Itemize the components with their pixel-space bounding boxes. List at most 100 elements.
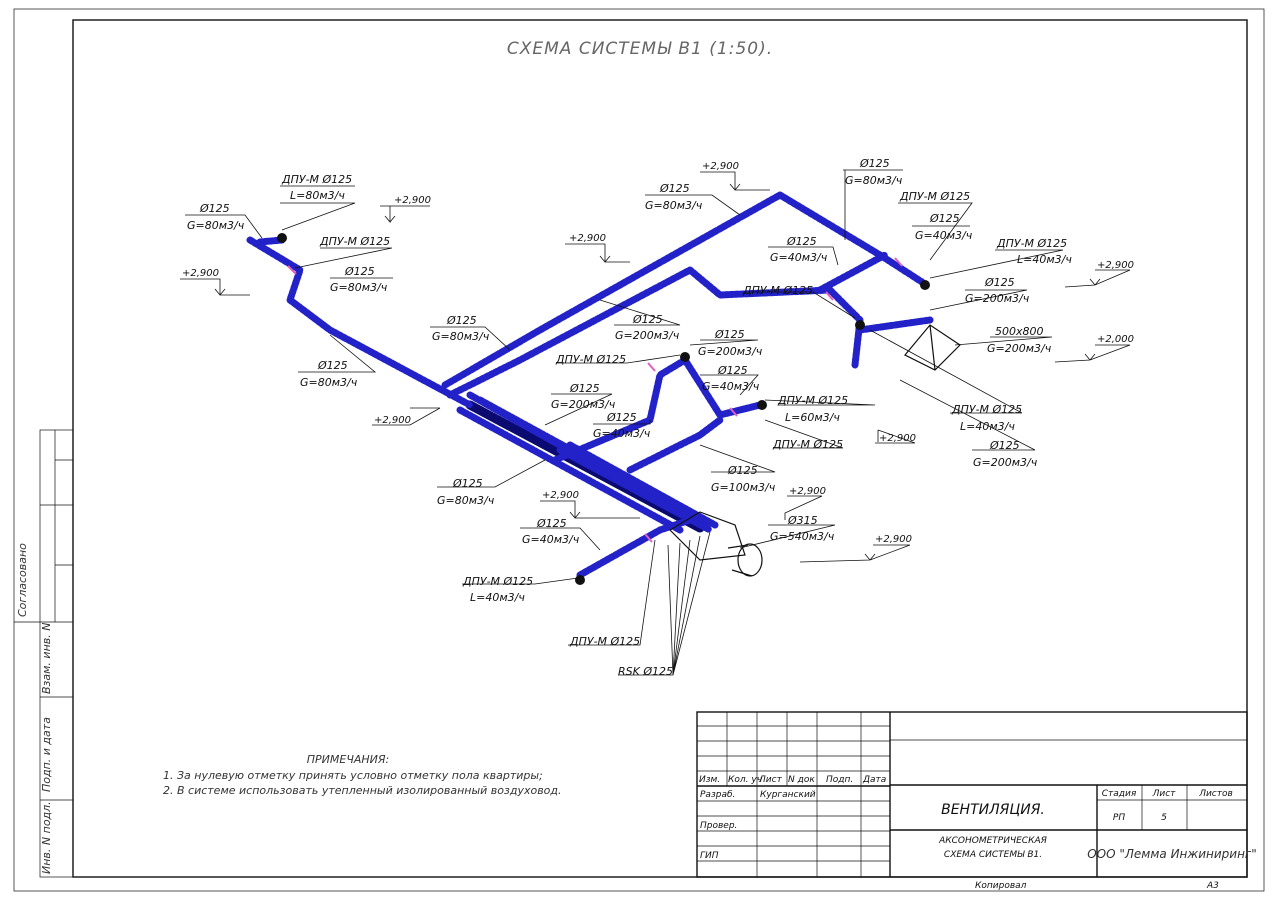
label-d125-40-b-d: Ø125 <box>786 235 817 248</box>
label-d125-80-e-d: Ø125 <box>659 182 690 195</box>
label-d125-80-f-g: G=80м3/ч <box>845 174 903 187</box>
label-d125-40-a-g: G=40м3/ч <box>915 229 973 242</box>
label-d125-200-c-d: Ø125 <box>714 328 745 341</box>
notes-heading: ПРИМЕЧАНИЯ: <box>307 753 390 766</box>
label-box-500-g: G=200м3/ч <box>987 342 1052 355</box>
elev-2: +2,900 <box>182 268 219 279</box>
grille-box-500x800 <box>904 324 961 371</box>
label-d125-80-a-g: G=80м3/ч <box>187 219 245 232</box>
label-d125-100-g: G=100м3/ч <box>711 481 776 494</box>
tb-project: ВЕНТИЛЯЦИЯ. <box>941 802 1045 818</box>
label-d125-200-d-g: G=200м3/ч <box>551 398 616 411</box>
tb-row-gip: ГИП <box>700 851 719 861</box>
label-d125-40-c-d: Ø125 <box>717 364 748 377</box>
label-d125-80-c-g: G=80м3/ч <box>300 376 358 389</box>
label-d125-200-a-g: G=200м3/ч <box>965 292 1030 305</box>
collector-box <box>669 511 746 561</box>
label-d125-40-b-g: G=40м3/ч <box>770 251 828 264</box>
stamp-inv: Инв. N подл. <box>40 801 53 874</box>
elevation-marks <box>180 171 1131 563</box>
label-dpu-40-right-l: L=40м3/ч <box>1017 253 1072 266</box>
tb-row-razrab: Разраб. <box>700 790 735 800</box>
label-dpu-80-top: ДПУ-М Ø125 <box>281 173 352 186</box>
stamp-vzam: Взам. инв. N <box>40 623 53 694</box>
elev-10: +2,900 <box>789 486 826 497</box>
label-d125-80-g-d: Ø125 <box>452 477 483 490</box>
tb-company: ООО "Лемма Инжиниринг" <box>1087 847 1257 861</box>
label-d125-80-a-d: Ø125 <box>199 202 230 215</box>
label-dpu-40-far-l: L=40м3/ч <box>960 420 1015 433</box>
tb-developer: Курганский <box>760 790 816 800</box>
notes: ПРИМЕЧАНИЯ: 1. За нулевую отметку принят… <box>163 753 562 797</box>
tb-sheet-title-2: СХЕМА СИСТЕМЫ В1. <box>944 850 1042 860</box>
elev-11: +2,900 <box>875 534 912 545</box>
label-d125-80-c-d: Ø125 <box>317 359 348 372</box>
label-d125-200-far-g: G=200м3/ч <box>973 456 1038 469</box>
tb-h-kol: Кол. уч <box>728 775 762 785</box>
elev-9: +2,900 <box>542 490 579 501</box>
label-dpu-40-bottom-l: L=40м3/ч <box>470 591 525 604</box>
label-d125-200-b-g: G=200м3/ч <box>615 329 680 342</box>
label-d125-40-a-d: Ø125 <box>929 212 960 225</box>
label-d125-80-e-g: G=80м3/ч <box>645 199 703 212</box>
label-d125-80-f-d: Ø125 <box>859 157 890 170</box>
label-d125-40-d-g: G=40м3/ч <box>593 427 651 440</box>
tb-sheet-title-1: АКСОНОМЕТРИЧЕСКАЯ <box>938 836 1047 846</box>
label-d125-40-d-d: Ø125 <box>606 411 637 424</box>
label-d125-40-e-g: G=40м3/ч <box>522 533 580 546</box>
elev-1: +2,900 <box>394 195 431 206</box>
diffusers <box>277 233 930 585</box>
leader-lines <box>185 169 1064 676</box>
label-dpu-mid-left: ДПУ-М Ø125 <box>319 235 390 248</box>
stamp-agreed: Согласовано <box>16 543 29 617</box>
tb-row-prover: Провер. <box>700 821 737 831</box>
label-d125-200-a-d: Ø125 <box>984 276 1015 289</box>
label-dpu-40-right: ДПУ-М Ø125 <box>996 237 1067 250</box>
label-d125-100-d: Ø125 <box>727 464 758 477</box>
outer-border <box>13 8 1265 892</box>
left-branch-duct <box>246 236 474 409</box>
notes-line-1: 1. За нулевую отметку принять условно от… <box>163 769 543 782</box>
elev-7: +2,000 <box>1097 334 1134 345</box>
tb-copied: Копировал <box>975 881 1027 891</box>
tb-stage-label: Стадия <box>1102 789 1137 799</box>
label-dpu-lower: ДПУ-М Ø125 <box>772 438 843 451</box>
d315-duct-end <box>737 543 763 577</box>
label-d125-80-d-g: G=80м3/ч <box>432 330 490 343</box>
tb-h-ndok: N док <box>788 775 815 785</box>
title-block: Изм. Кол. уч Лист N док Подп. Дата Разра… <box>696 711 1257 891</box>
label-d315-g: G=540м3/ч <box>770 530 835 543</box>
duct-network <box>246 191 961 585</box>
center-branch-duct <box>551 356 764 464</box>
side-stamp: Согласовано Взам. инв. N Подп. и дата Ин… <box>14 429 74 878</box>
elev-8: +2,900 <box>879 433 916 444</box>
elev-5: +2,900 <box>1097 260 1134 271</box>
label-d125-40-c-g: G=40м3/ч <box>702 380 760 393</box>
label-d125-80-b-d: Ø125 <box>344 265 375 278</box>
tb-sheet-label: Лист <box>1152 789 1177 799</box>
label-d125-80-d-d: Ø125 <box>446 314 477 327</box>
label-d125-80-b-g: G=80м3/ч <box>330 281 388 294</box>
label-dpu-top-right: ДПУ-М Ø125 <box>899 190 970 203</box>
label-d315-d: Ø315 <box>787 514 818 527</box>
label-d125-40-e-d: Ø125 <box>536 517 567 530</box>
elev-3: +2,900 <box>569 233 606 244</box>
elev-4: +2,900 <box>702 161 739 172</box>
label-dpu-40-far: ДПУ-М Ø125 <box>951 403 1022 416</box>
stamp-podp: Подп. и дата <box>40 717 53 792</box>
label-dpu-left-mid: ДПУ-М Ø125 <box>555 353 626 366</box>
tb-h-list: Лист <box>758 775 783 785</box>
tb-stage: РП <box>1113 813 1125 823</box>
tb-h-data: Дата <box>862 775 886 785</box>
label-d125-200-b-d: Ø125 <box>632 313 663 326</box>
label-dpu-60-l: L=60м3/ч <box>785 411 840 424</box>
label-rsk: RSK Ø125 <box>618 665 673 678</box>
tb-sheets-label: Листов <box>1198 789 1233 799</box>
label-dpu-60: ДПУ-М Ø125 <box>777 394 848 407</box>
label-dpu-center: ДПУ-М Ø125 <box>742 284 813 297</box>
tb-h-izm: Изм. <box>699 775 720 785</box>
label-d125-200-c-g: G=200м3/ч <box>698 345 763 358</box>
tb-format: А3 <box>1206 881 1219 891</box>
notes-line-2: 2. В системе использовать утепленный изо… <box>163 784 562 797</box>
